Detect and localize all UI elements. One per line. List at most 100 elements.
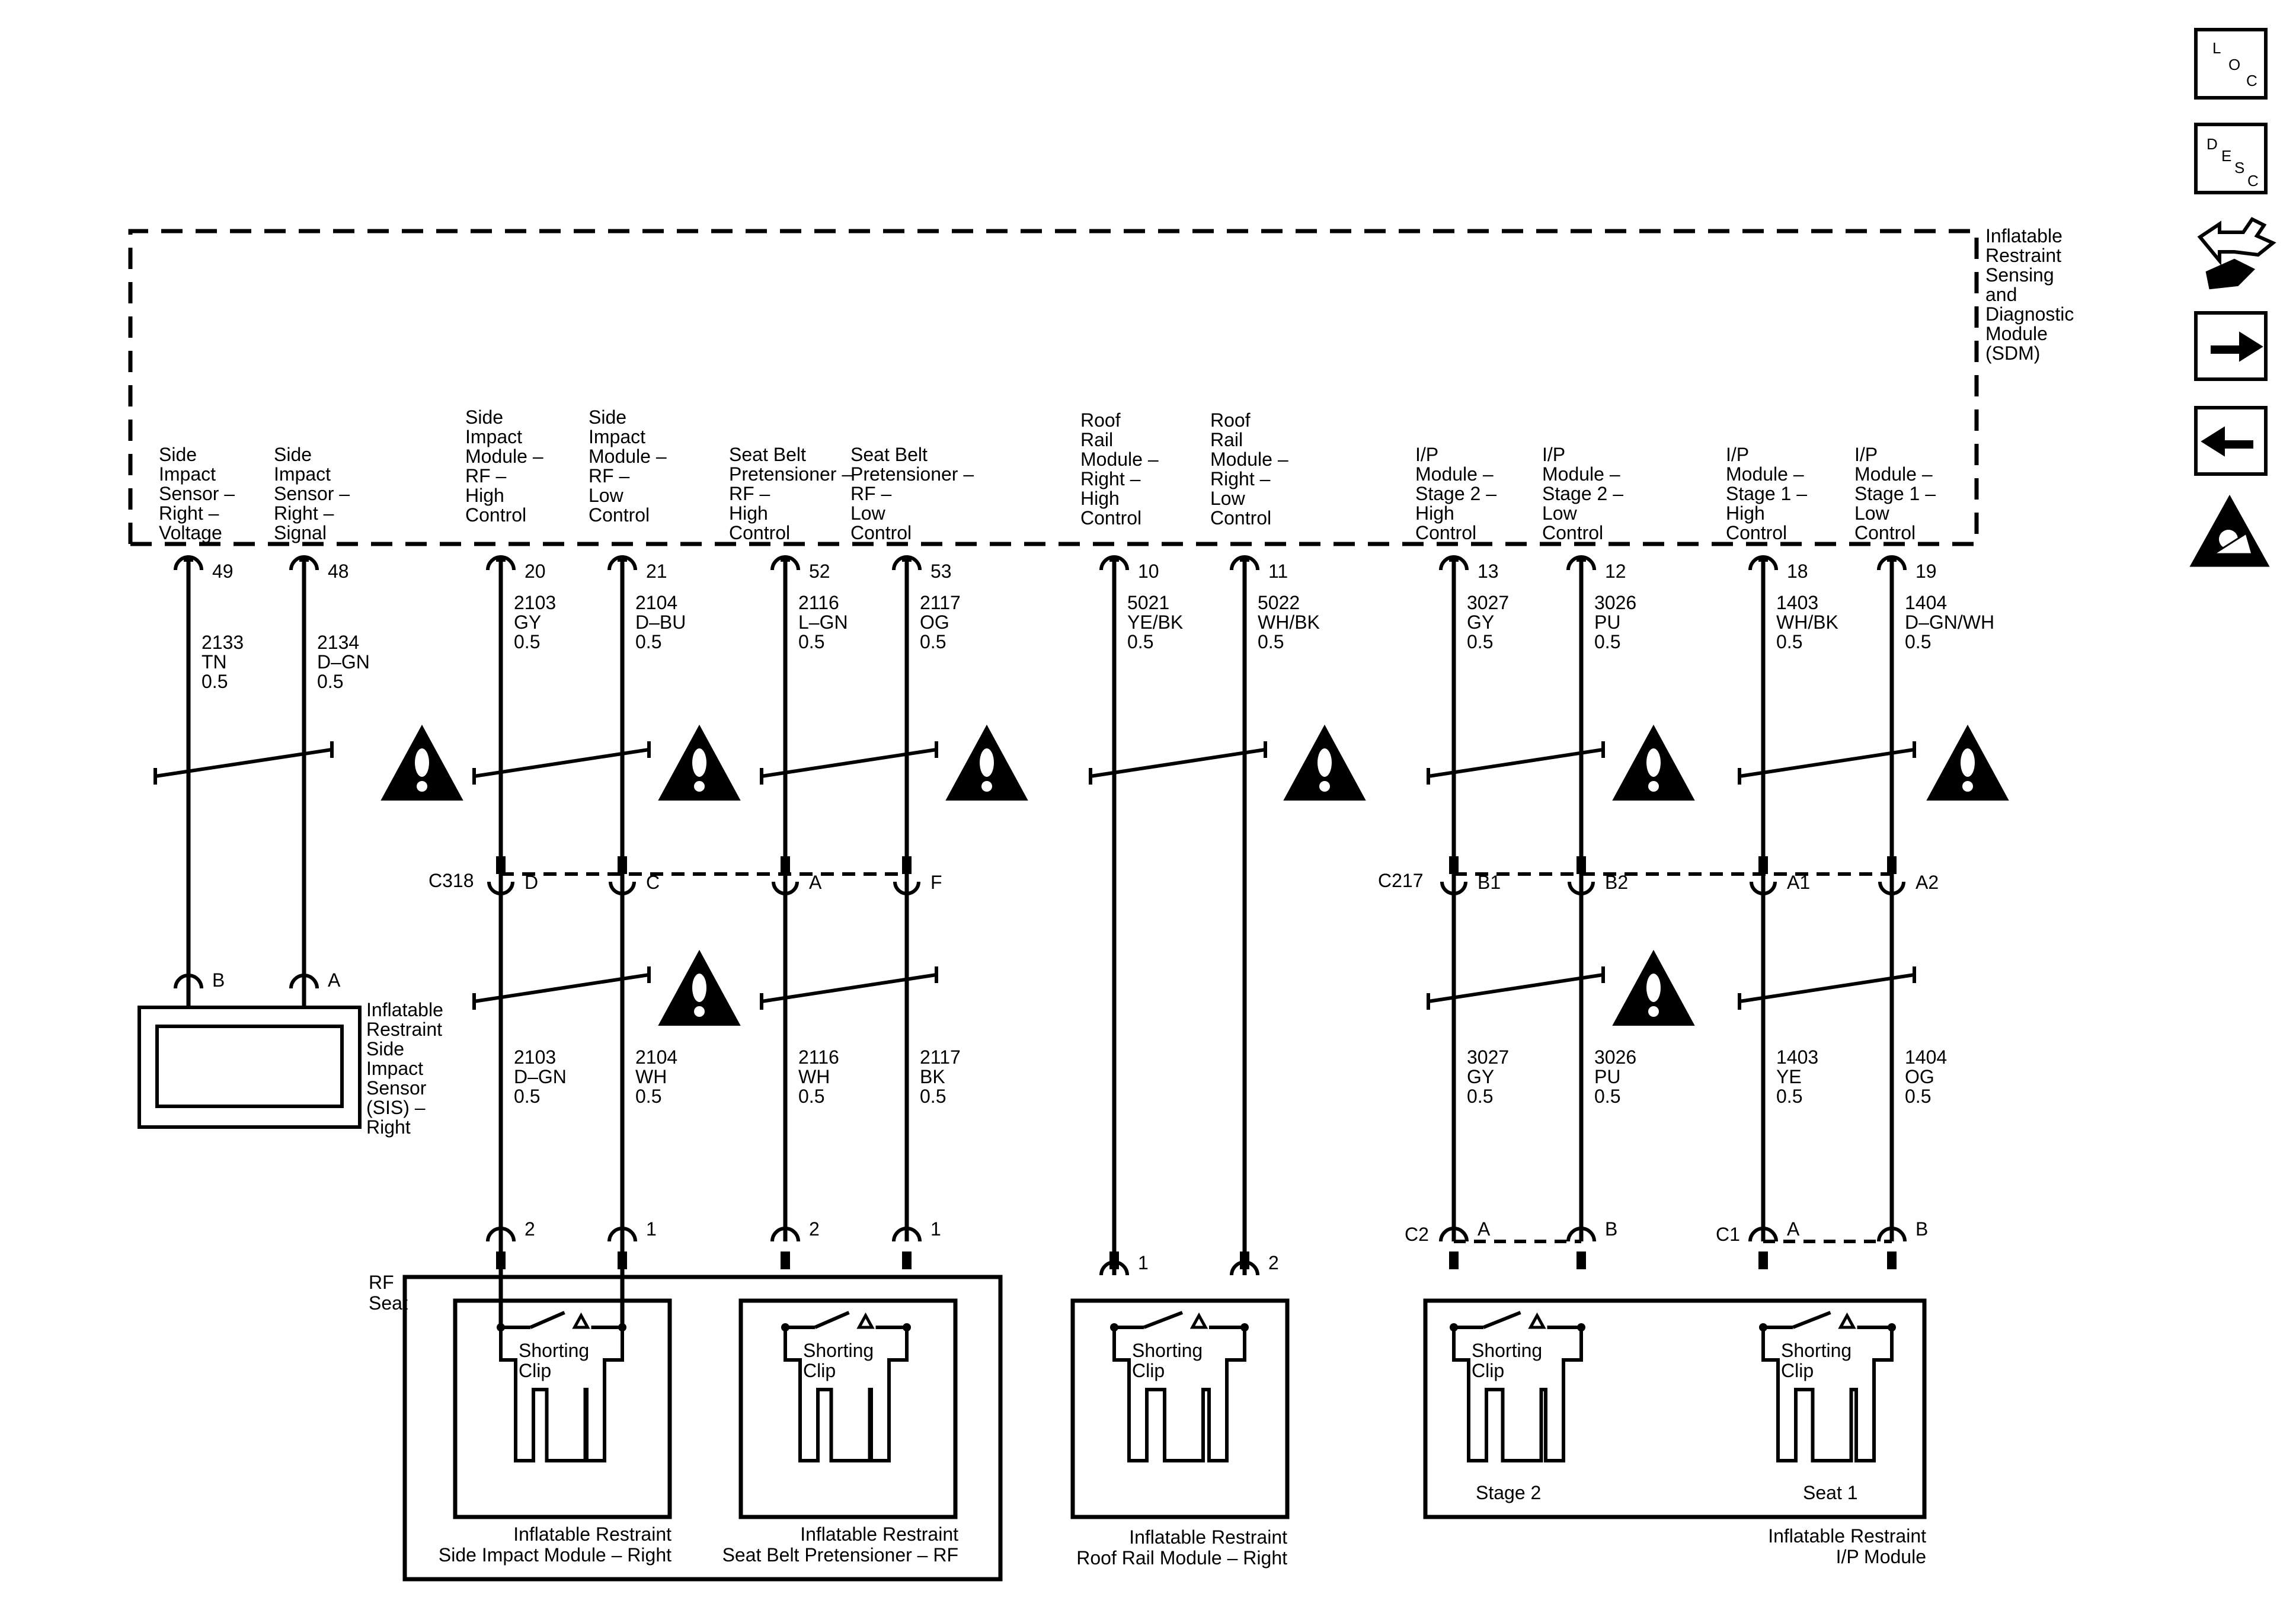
inline-pin-socket xyxy=(1440,881,1467,895)
connector-tools-icon[interactable] xyxy=(2197,217,2276,290)
exclamation-bar xyxy=(1961,748,1975,777)
next-arrow-icon[interactable] xyxy=(2194,311,2268,381)
wire-spec-upper: 1404 xyxy=(1905,592,1947,613)
pin-function-label: Stage 2 – xyxy=(1415,483,1496,504)
wire-spec-lower: 0.5 xyxy=(1467,1086,1493,1107)
wires xyxy=(186,560,1894,1275)
shorting-clip-label: Clip xyxy=(1472,1360,1504,1381)
sis-label: Restraint xyxy=(366,1019,442,1040)
pin-function-label: Control xyxy=(1542,522,1603,543)
pin-function-label: Stage 1 – xyxy=(1726,483,1807,504)
device-pin-terminal xyxy=(1439,1227,1469,1242)
exclamation-bar xyxy=(415,748,429,777)
pin-function-label: Impact xyxy=(465,426,522,447)
pin-function-label: Control xyxy=(1415,522,1476,543)
wire-spec-upper: OG xyxy=(920,612,949,633)
pin-function-label: Rail xyxy=(1080,429,1113,450)
shorting-clip-body xyxy=(1112,1327,1246,1462)
inline-pin-letter: A xyxy=(809,872,822,893)
sdm-pin-number: 53 xyxy=(930,561,952,582)
exclamation-bar xyxy=(1646,974,1661,1002)
inline-pin-letter: B2 xyxy=(1605,872,1628,893)
pin-function-label: Roof xyxy=(1210,409,1251,431)
exclamation-bar xyxy=(692,974,706,1002)
wire-spec-upper: 3027 xyxy=(1467,592,1509,613)
sdm-pin-number: 19 xyxy=(1916,561,1937,582)
wire-spec-upper: 0.5 xyxy=(202,671,228,692)
airbag-warning-icon[interactable] xyxy=(2189,494,2270,567)
previous-arrow-icon[interactable] xyxy=(2194,406,2268,476)
exclamation-bar xyxy=(692,748,706,777)
sdm-pin-terminal xyxy=(892,555,922,571)
shorting-clip-body xyxy=(1761,1327,1894,1462)
pin-function-label: Module – xyxy=(465,446,543,467)
sdm-pin-terminal xyxy=(1099,555,1129,571)
wire-spec-upper: 0.5 xyxy=(317,671,343,692)
wire-spec-upper: GY xyxy=(1467,612,1494,633)
sdm-pin-number: 52 xyxy=(809,561,830,582)
side-impact-module-label: Side Impact Module – Right xyxy=(439,1544,671,1566)
sis-pin-terminal xyxy=(174,974,203,989)
sdm-label: and xyxy=(1985,284,2017,305)
warning-icon xyxy=(380,724,463,801)
pin-function-label: Control xyxy=(1854,522,1916,543)
wire-spec-upper: D–GN/WH xyxy=(1905,612,1994,633)
exclamation-dot xyxy=(1648,1006,1659,1017)
device-pin-terminal xyxy=(607,1227,637,1242)
exclamation-bar xyxy=(1318,748,1332,777)
clip-switch-blade xyxy=(1792,1311,1831,1329)
pin-function-label: Side xyxy=(589,406,626,428)
wire-break-mark xyxy=(474,748,650,778)
pin-function-label: Stage 2 – xyxy=(1542,483,1623,504)
inline-pin-body xyxy=(902,856,912,874)
sdm-label: Restraint xyxy=(1985,245,2061,266)
pin-function-label: Right – xyxy=(1080,468,1141,489)
sis-pin-letter: B xyxy=(212,969,225,991)
shorting-clip-label: Clip xyxy=(803,1360,836,1381)
clip-terminal xyxy=(1887,1251,1897,1269)
inline-pin-socket xyxy=(772,881,799,895)
inline-pin-letter: F xyxy=(930,872,942,893)
location-icon-letter: O xyxy=(2228,56,2240,73)
sdm-pin-terminal xyxy=(1877,555,1907,571)
wire-break-mark xyxy=(474,973,650,1003)
side-impact-module-label: Inflatable Restraint xyxy=(513,1523,671,1545)
pin-function-label: Signal xyxy=(274,522,327,543)
sdm-pin-number: 49 xyxy=(212,561,234,582)
pin-function-label: Side xyxy=(465,406,503,428)
arrow-shape xyxy=(2201,426,2253,457)
wire-spec-lower: 0.5 xyxy=(798,1086,824,1107)
warning-icon xyxy=(1283,724,1366,801)
icon-frame xyxy=(2194,311,2268,381)
wire-spec-upper: 2116 xyxy=(798,592,839,613)
sis-label: Impact xyxy=(366,1058,423,1079)
rf-seat-outline xyxy=(402,1275,1003,1582)
wire-spec-upper: 0.5 xyxy=(798,631,824,652)
pin-function-label: Right – xyxy=(159,502,219,524)
sdm-pin-number: 11 xyxy=(1268,561,1288,582)
sdm-pin-terminal xyxy=(174,555,203,571)
location-icon[interactable]: LOC xyxy=(2194,28,2268,100)
wire-spec-lower: WH xyxy=(798,1066,830,1087)
wire-spec-upper: 0.5 xyxy=(1776,631,1802,652)
pin-function-label: RF – xyxy=(465,465,507,486)
sis-label: (SIS) – xyxy=(366,1097,426,1118)
clip-switch-contact xyxy=(856,1312,875,1329)
wire-spec-lower: OG xyxy=(1905,1066,1934,1087)
ip-module-label: Inflatable Restraint xyxy=(1768,1525,1926,1547)
pin-function-label: Sensor – xyxy=(159,483,235,504)
side-impact-module-outline xyxy=(453,1298,672,1519)
wire-spec-upper: 3026 xyxy=(1594,592,1636,613)
pin-function-label: Control xyxy=(850,522,912,543)
arrow-shape xyxy=(2211,331,2263,362)
pin-function-label: Stage 1 – xyxy=(1854,483,1936,504)
wire-spec-upper: 0.5 xyxy=(1127,631,1153,652)
sdm-label: Diagnostic xyxy=(1985,303,2074,325)
inline-pin-letter: A1 xyxy=(1787,872,1810,893)
warning-icon xyxy=(1926,724,2009,801)
shorting-clip-body xyxy=(1452,1327,1583,1462)
pin-function-label: Side xyxy=(159,444,197,465)
device-pin-label: B xyxy=(1916,1218,1928,1240)
pin-function-label: Impact xyxy=(589,426,645,447)
